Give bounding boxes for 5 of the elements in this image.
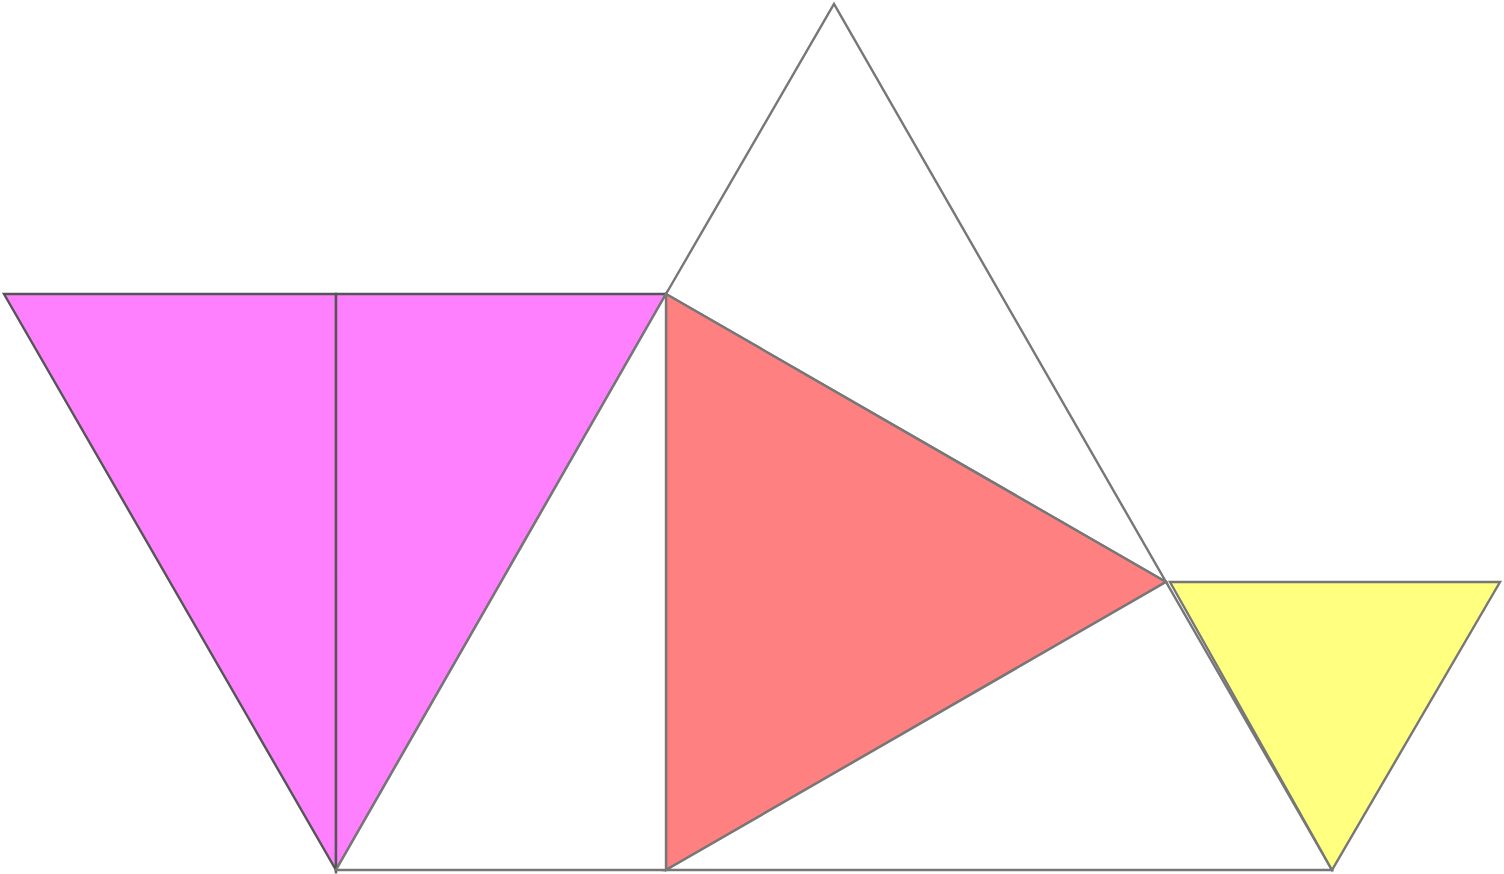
triangle (664, 291, 1169, 873)
triangle (1, 292, 338, 874)
triangle (664, 1, 1170, 586)
triangle (661, 580, 1335, 872)
triangle (1167, 580, 1503, 873)
